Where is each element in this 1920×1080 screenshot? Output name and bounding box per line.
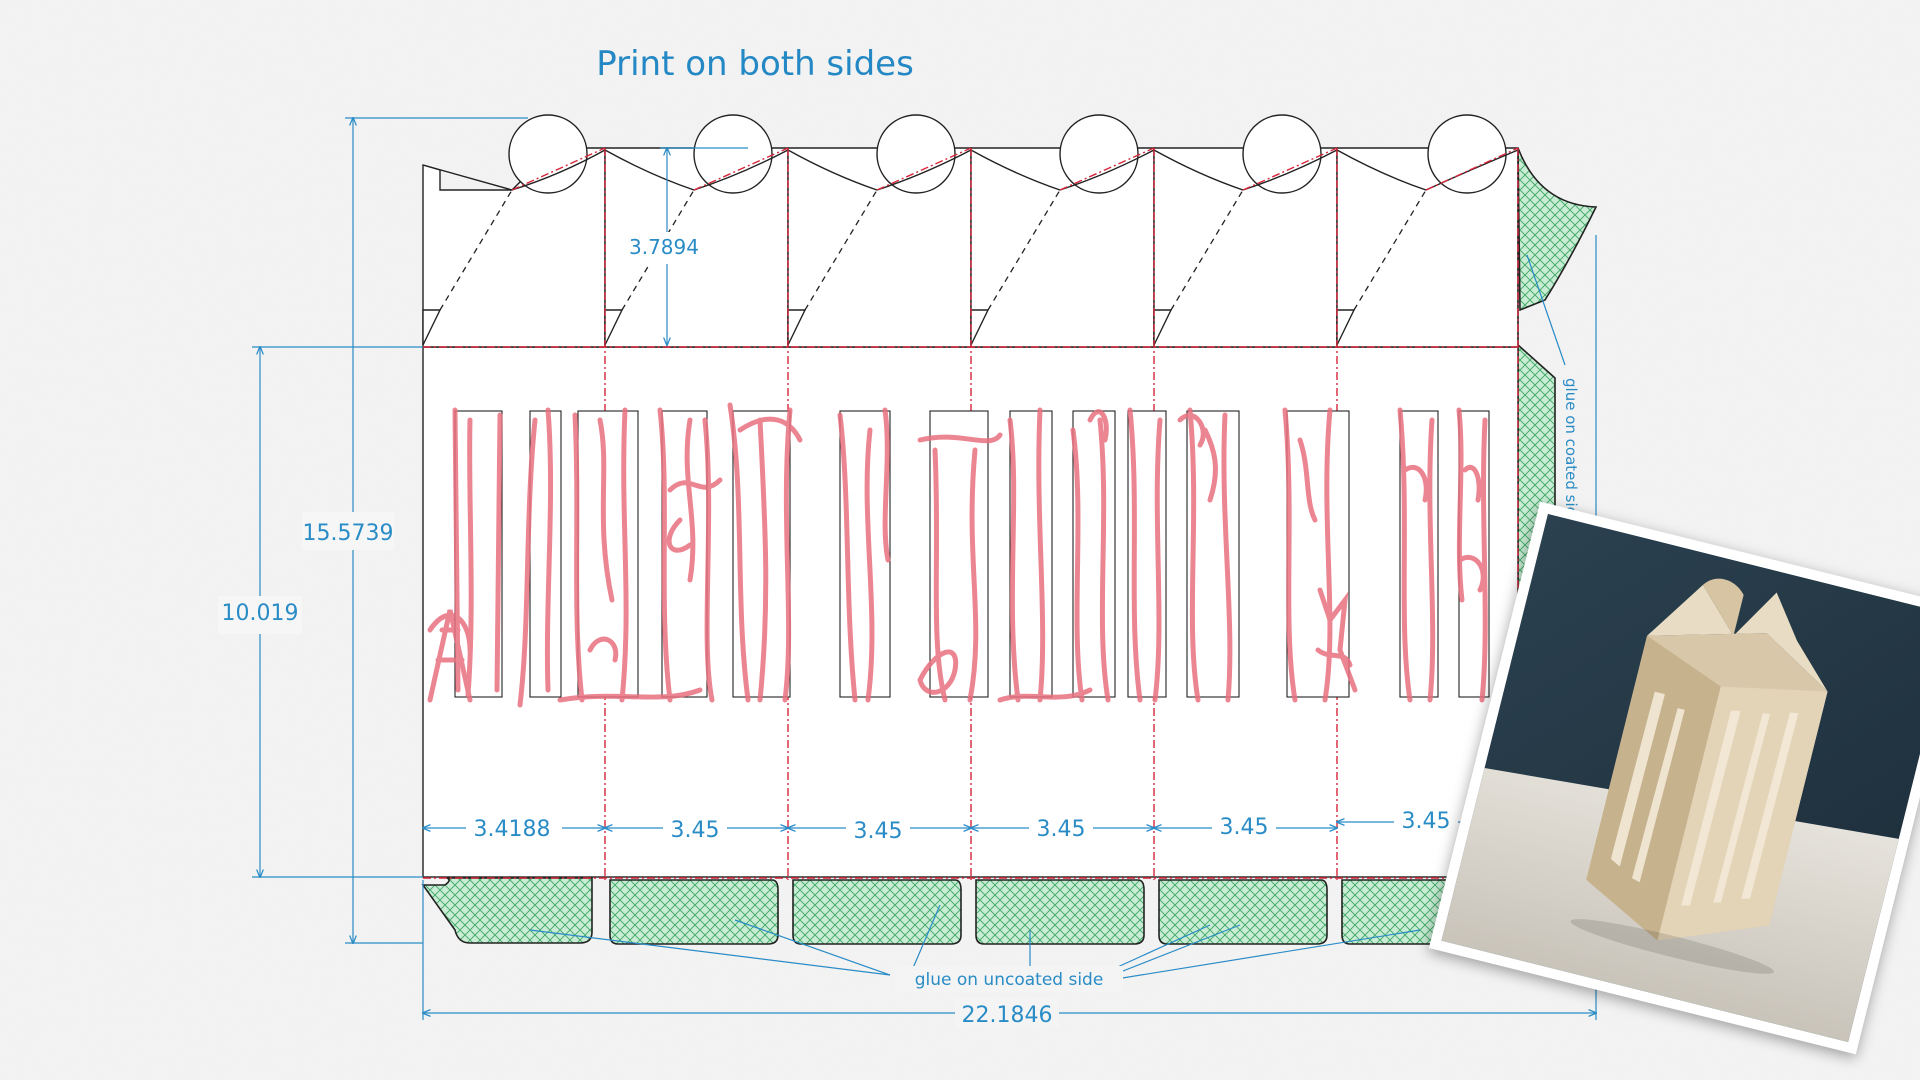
dim-panel-3: 3.45 [854,819,903,844]
dim-panel-5: 3.45 [1220,815,1269,840]
glue-tab-5 [1158,879,1328,945]
glue-tab-2 [609,879,779,945]
diagonal-score-lines [439,189,1427,311]
dim-panel-1: 3.4188 [474,817,551,842]
lantern-photo [1428,501,1920,1055]
glue-tab-4 [975,879,1145,945]
dim-panel-4: 3.45 [1037,817,1086,842]
dimension-labels: 15.5739 10.019 3.7894 3.4188 3.45 3.45 3… [218,232,1580,1028]
dim-panel-2: 3.45 [671,818,720,843]
glue-uncoated-label: glue on uncoated side [915,970,1104,990]
scallop-cut-line [422,149,1519,191]
forest-sketch [427,402,1488,708]
lantern-photo-image [1441,513,1920,1043]
dim-total-height: 15.5739 [303,521,394,546]
dim-panel-6: 3.45 [1402,809,1451,834]
glue-tab-3 [792,879,962,945]
top-flaps [422,114,1519,348]
dim-panel-height: 10.019 [222,601,299,626]
glue-coated-label: glue on coated side [1562,378,1580,525]
bottom-glue-tabs [421,877,1501,945]
glue-tab-1 [421,877,593,944]
dim-flap-height: 3.7894 [629,235,699,259]
page-title: Print on both sides [596,44,914,84]
dim-total-width: 22.1846 [962,1003,1053,1028]
